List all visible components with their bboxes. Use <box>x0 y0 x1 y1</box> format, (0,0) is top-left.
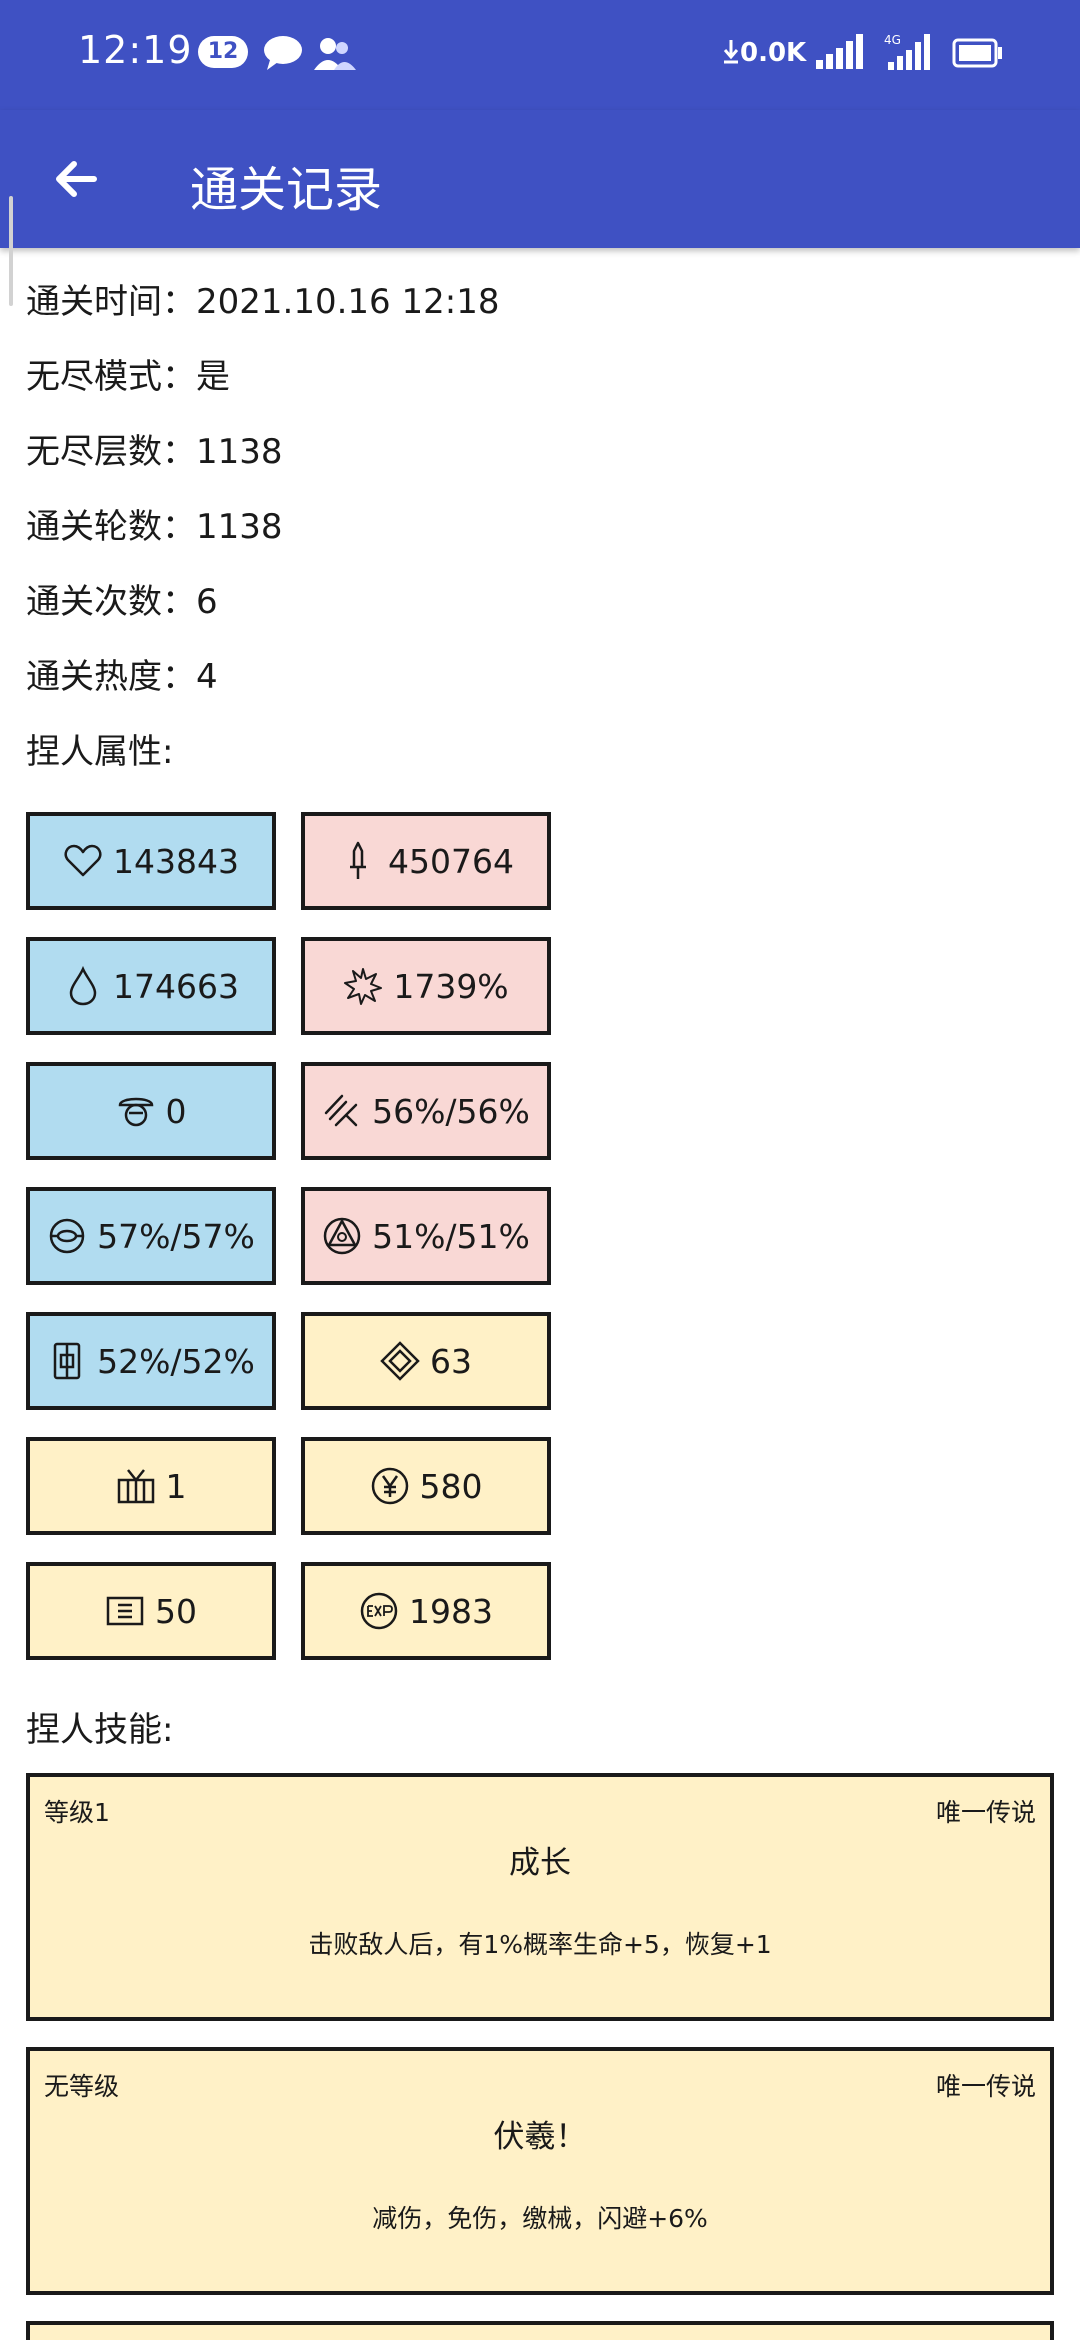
stat-card: 50 <box>26 1562 276 1660</box>
burst-icon <box>344 968 383 1005</box>
info-row-endless-mode: 无尽模式：是 <box>26 349 230 398</box>
info-row-clear-time: 通关时间：2021.10.16 12:18 <box>26 274 499 323</box>
app-bar: 通关记录 <box>0 110 1080 248</box>
shield-ring-icon <box>49 1218 85 1254</box>
triangle-circle-icon <box>323 1217 361 1255</box>
info-value: 2021.10.16 12:18 <box>196 282 500 322</box>
stat-value: 1739% <box>393 966 509 1006</box>
helmet-icon <box>118 1097 153 1127</box>
skill-rarity: 唯一传说 <box>935 2072 1036 2101</box>
stat-health: 143843 <box>26 812 276 910</box>
network-type-label: 4G <box>884 33 901 47</box>
scrollbar[interactable] <box>9 196 13 306</box>
skills-section-label: 捏人技能: <box>26 1710 174 1750</box>
signal-4g-icon: 4G <box>884 32 936 76</box>
skill-level: 等级1 <box>44 1798 110 1827</box>
yen-coin-icon <box>371 1467 408 1505</box>
info-value: 1138 <box>196 432 283 472</box>
info-row-endless-floors: 无尽层数：1138 <box>26 424 283 473</box>
attributes-section-label: 捏人属性: <box>26 732 174 772</box>
stat-value: 1 <box>165 1466 187 1506</box>
info-row-heat: 通关热度：4 <box>26 649 218 698</box>
diamond-icon <box>380 1341 420 1381</box>
stat-regen: 174663 <box>26 937 276 1035</box>
stat-crit-damage: 1739% <box>301 937 551 1035</box>
slash-icon <box>324 1094 358 1127</box>
stat-value: 1983 <box>409 1591 493 1631</box>
skill-rarity: 唯一传说 <box>935 1798 1036 1827</box>
stat-value: 50 <box>155 1591 197 1631</box>
skill-description: 减伤，免伤，缴械，闪避+6% <box>372 2204 708 2233</box>
stat-value: 52%/52% <box>97 1341 255 1381</box>
stat-value: 450764 <box>388 841 514 881</box>
stat-dodge: 57%/57% <box>26 1187 276 1285</box>
info-label: 通关轮数： <box>26 507 196 547</box>
drop-icon <box>69 966 97 1006</box>
tv-icon <box>117 1469 154 1504</box>
stat-slash: 56%/56% <box>301 1062 551 1160</box>
status-time: 12:19 <box>78 28 193 72</box>
stat-value: 0 <box>165 1091 187 1131</box>
contacts-icon <box>314 36 358 76</box>
stat-attack: 450764 <box>301 812 551 910</box>
stat-value: 143843 <box>113 841 239 881</box>
info-label: 通关热度： <box>26 657 196 697</box>
skill-level: 无等级 <box>44 2072 120 2101</box>
net-speed: 0.0K <box>722 38 806 68</box>
page-title: 通关记录 <box>190 162 383 218</box>
armor-icon <box>53 1342 81 1380</box>
heart-icon <box>64 844 102 877</box>
skill-card[interactable]: 无等级 唯一传说 伏羲！ 减伤，免伤，缴械，闪避+6% <box>26 2047 1054 2295</box>
signal-icon <box>816 34 864 74</box>
stat-armor: 52%/52% <box>26 1312 276 1410</box>
battery-icon <box>952 38 1004 72</box>
net-speed-value: 0.0K <box>740 38 807 68</box>
stat-money: 580 <box>301 1437 551 1535</box>
info-label: 无尽层数： <box>26 432 196 472</box>
stat-pierce: 51%/51% <box>301 1187 551 1285</box>
stat-value: 56%/56% <box>372 1091 530 1131</box>
skill-description: 击败敌人后，有1%概率生命+5，恢复+1 <box>308 1930 772 1959</box>
info-value: 是 <box>196 357 230 397</box>
info-label: 无尽模式： <box>26 357 196 397</box>
exp-icon <box>360 1592 398 1630</box>
sword-icon <box>350 841 366 879</box>
info-value: 4 <box>196 657 218 697</box>
stat-value: 174663 <box>113 966 239 1006</box>
skill-name: 成长 <box>509 1845 571 1881</box>
skill-card-partial[interactable] <box>26 2321 1054 2340</box>
skill-name: 伏羲！ <box>493 2119 587 2155</box>
info-value: 1138 <box>196 507 283 547</box>
stat-value: 580 <box>419 1466 483 1506</box>
download-arrow-icon <box>723 40 739 64</box>
stat-tv: 1 <box>26 1437 276 1535</box>
info-row-clear-rounds: 通关轮数：1138 <box>26 499 283 548</box>
back-button[interactable] <box>46 148 108 210</box>
stat-gem: 63 <box>301 1312 551 1410</box>
chat-icon <box>262 34 304 76</box>
info-label: 通关时间： <box>26 282 196 322</box>
info-label: 通关次数： <box>26 582 196 622</box>
notification-count-badge: 12 <box>198 36 248 68</box>
stat-value: 63 <box>430 1341 472 1381</box>
info-row-clear-count: 通关次数：6 <box>26 574 218 623</box>
card-icon <box>106 1596 144 1626</box>
status-bar: 12:19 12 0.0K 4G <box>0 0 1080 110</box>
arrow-back-icon <box>56 161 97 197</box>
info-value: 6 <box>196 582 218 622</box>
stat-defense: 0 <box>26 1062 276 1160</box>
stat-value: 57%/57% <box>97 1216 255 1256</box>
skill-card[interactable]: 等级1 唯一传说 成长 击败敌人后，有1%概率生命+5，恢复+1 <box>26 1773 1054 2021</box>
stat-value: 51%/51% <box>372 1216 530 1256</box>
stat-exp: 1983 <box>301 1562 551 1660</box>
